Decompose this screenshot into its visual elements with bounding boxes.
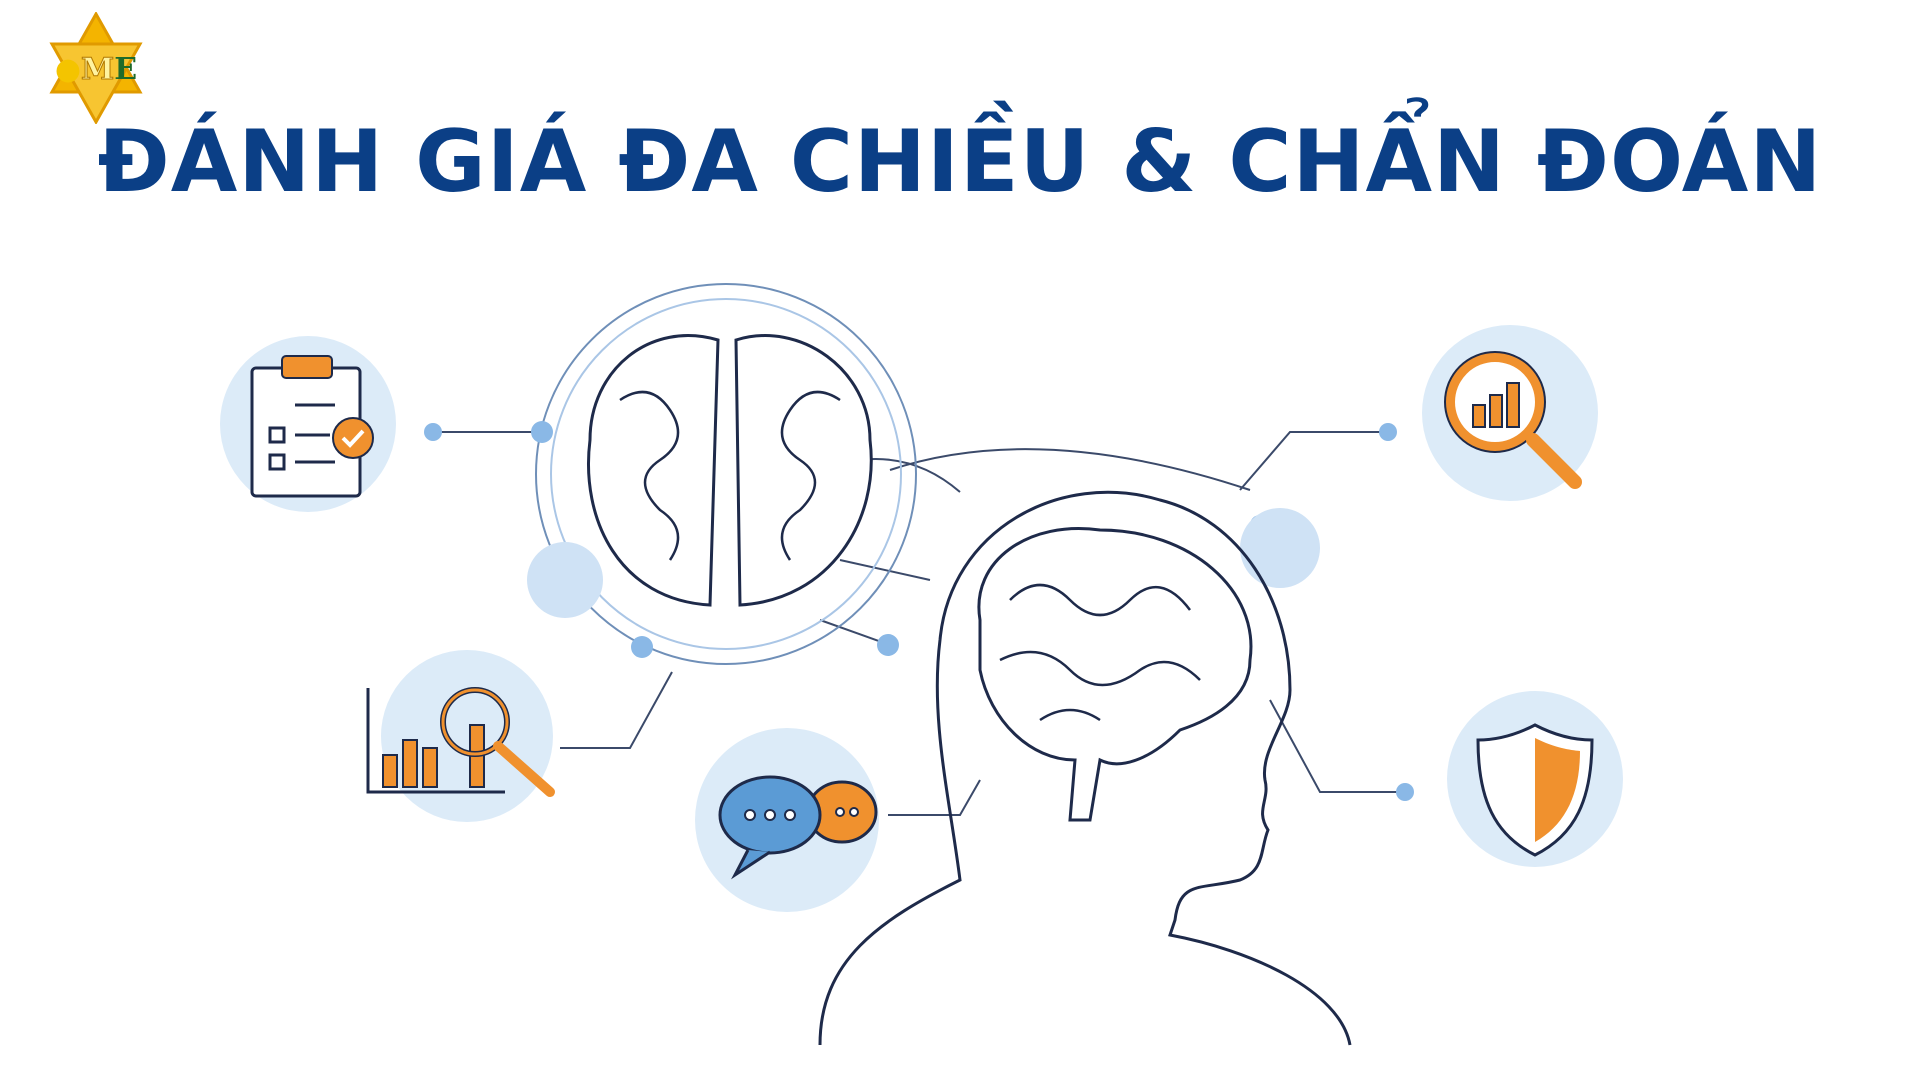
brain-icon [587,334,873,607]
chart-magnifier-icon[interactable] [366,650,555,822]
brain-orbit [535,283,917,665]
chat-bubbles-icon[interactable] [695,728,879,912]
ome-logo: ●ME [40,10,152,126]
connector-lines [433,431,1405,816]
head-profile-icon [818,490,1352,1046]
clipboard-checklist-icon[interactable] [220,336,396,512]
logo-text: ●ME [54,52,138,88]
page-title: ĐÁNH GIÁ ĐA CHIỀU & CHẨN ĐOÁN [97,112,1823,212]
magnifier-bar-chart-icon[interactable] [1422,325,1598,501]
gear-icon [527,508,1320,618]
head-brain-icon [977,527,1253,822]
star-logo-icon [49,10,143,126]
shield-icon[interactable] [1447,691,1623,867]
